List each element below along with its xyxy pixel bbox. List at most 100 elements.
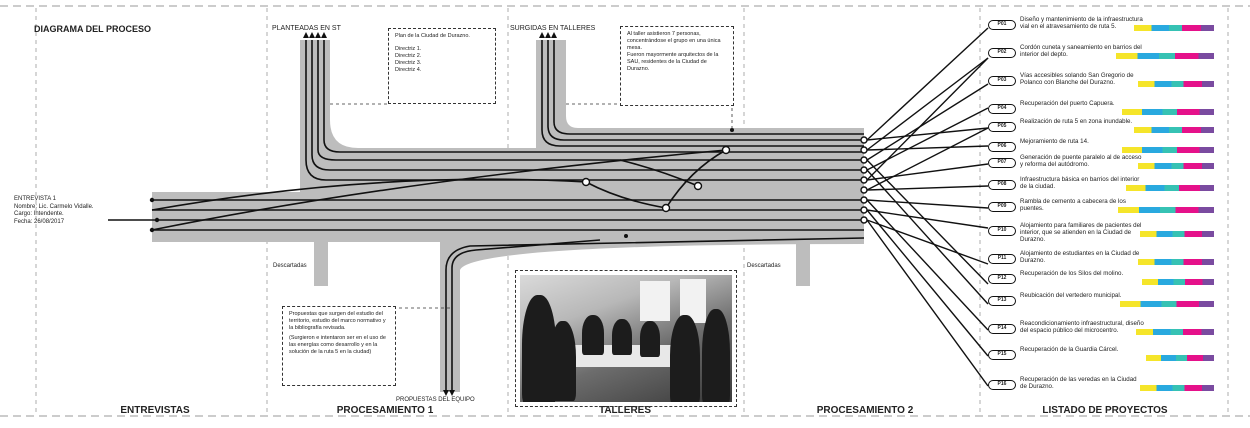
column-label-entrevistas: ENTREVISTAS bbox=[120, 405, 190, 416]
project-label: Rambla de cemento a cabecera de los puen… bbox=[1020, 198, 1126, 212]
project-code-badge: P09 bbox=[988, 202, 1016, 212]
tag-descartadas-2: Descartadas bbox=[747, 263, 781, 269]
project-code-badge: P12 bbox=[988, 274, 1016, 284]
note-plan-line: Directriz 3. bbox=[395, 60, 422, 66]
column-label-talleres: TALLERES bbox=[598, 405, 652, 416]
project-row: P12 Recuperación de los Silos del molino. bbox=[988, 270, 1228, 290]
tag-planteadas: PLANTEADAS EN ST bbox=[272, 25, 341, 32]
project-label: Realización de ruta 5 en zona inundable. bbox=[1020, 118, 1133, 125]
project-label: Vías accesibles solando San Gregorio de … bbox=[1020, 72, 1134, 86]
project-bar bbox=[1140, 231, 1214, 237]
project-label: Reacondicionamiento infraestructural, di… bbox=[1020, 320, 1144, 334]
project-bar bbox=[1146, 355, 1214, 361]
project-row: P11 Alojamiento de estudiantes en la Ciud… bbox=[988, 250, 1228, 270]
note-plan: Plan de la Ciudad de Durazno. Directriz … bbox=[388, 28, 496, 104]
project-code-badge: P05 bbox=[988, 122, 1016, 132]
project-code-badge: P10 bbox=[988, 226, 1016, 236]
project-row: P14 Reacondicionamiento infraestructural,… bbox=[988, 320, 1228, 340]
project-label: Recuperación de las veredas en la Ciudad… bbox=[1020, 376, 1137, 390]
project-bar bbox=[1136, 329, 1214, 335]
project-bar bbox=[1138, 259, 1214, 265]
project-row: P03 Vías accesibles solando San Gregorio … bbox=[988, 72, 1228, 92]
project-row: P10 Alojamiento para familiares de pacien… bbox=[988, 222, 1228, 243]
tag-descartadas-1: Descartadas bbox=[273, 263, 307, 269]
planteadas-band bbox=[300, 40, 864, 192]
project-code-badge: P04 bbox=[988, 104, 1016, 114]
project-bar bbox=[1122, 109, 1214, 115]
project-code-badge: P03 bbox=[988, 76, 1016, 86]
entrevista-cargo: Cargo: Intendente. bbox=[14, 211, 64, 218]
project-bar bbox=[1120, 301, 1214, 307]
surgidas-band bbox=[536, 40, 864, 150]
project-bar bbox=[1142, 279, 1214, 285]
project-code-badge: P16 bbox=[988, 380, 1016, 390]
project-label: Cordón cuneta y saneamiento en barrios d… bbox=[1020, 44, 1142, 58]
project-links bbox=[866, 27, 989, 387]
column-label-listado: LISTADO DE PROYECTOS bbox=[1042, 405, 1168, 416]
descarte-left bbox=[314, 242, 328, 286]
tag-surgidas: SURGIDAS EN TALLERES bbox=[510, 25, 596, 32]
entry-dots bbox=[149, 128, 734, 238]
project-code-badge: P02 bbox=[988, 48, 1016, 58]
project-label: Diseño y mantenimiento de la infraestruc… bbox=[1020, 16, 1143, 30]
project-label: Generación de puente paralelo al de acce… bbox=[1020, 154, 1142, 168]
note-propuestas-line: (Surgieron e intentaron ser en el uso de… bbox=[289, 335, 386, 355]
tag-propuestas: PROPUESTAS DEL EQUIPO bbox=[396, 397, 475, 403]
project-bar bbox=[1122, 147, 1214, 153]
project-code-badge: P13 bbox=[988, 296, 1016, 306]
project-bar bbox=[1126, 185, 1214, 191]
note-taller: Al taller asistieron 7 personas, concent… bbox=[620, 26, 734, 106]
project-bar bbox=[1138, 81, 1214, 87]
project-code-badge: P06 bbox=[988, 142, 1016, 152]
project-bar bbox=[1134, 25, 1214, 31]
project-bar bbox=[1134, 127, 1214, 133]
project-label: Reubicación del vertedero municipal. bbox=[1020, 292, 1122, 299]
note-plan-line: Plan de la Ciudad de Durazno. bbox=[395, 33, 470, 39]
project-row: P13 Reubicación del vertedero municipal. bbox=[988, 292, 1228, 312]
project-code-badge: P11 bbox=[988, 254, 1016, 264]
project-code-badge: P01 bbox=[988, 20, 1016, 30]
taller-photo bbox=[520, 275, 732, 402]
project-label: Recuperación de la Guardia Cárcel. bbox=[1020, 346, 1119, 353]
project-code-badge: P07 bbox=[988, 158, 1016, 168]
diagram-title: DIAGRAMA DEL PROCESO bbox=[34, 24, 152, 34]
flow-lines bbox=[108, 40, 865, 392]
project-code-badge: P15 bbox=[988, 350, 1016, 360]
project-bar bbox=[1140, 385, 1214, 391]
project-row: P16 Recuperación de las veredas en la Ciu… bbox=[988, 376, 1228, 396]
project-row: P01 Diseño y mantenimiento de la infraest… bbox=[988, 16, 1228, 36]
project-row: P04 Recuperación del puerto Capuera. bbox=[988, 100, 1228, 120]
project-row: P07 Generación de puente paralelo al de a… bbox=[988, 154, 1228, 174]
project-bar bbox=[1118, 207, 1214, 213]
project-label: Alojamiento de estudiantes en la Ciudad … bbox=[1020, 250, 1140, 264]
leaders bbox=[330, 103, 733, 309]
entrevista-fecha: Fecha: 26/08/2017 bbox=[14, 218, 65, 225]
project-row: P08 Infraestructura básica en barrios del… bbox=[988, 176, 1228, 196]
note-plan-line: Directriz 4. bbox=[395, 67, 422, 73]
note-plan-line: Directriz 1. bbox=[395, 46, 422, 52]
project-row: P09 Rambla de cemento a cabecera de los p… bbox=[988, 198, 1228, 218]
project-row: P02 Cordón cuneta y saneamiento en barrio… bbox=[988, 44, 1228, 64]
project-label: Infraestructura básica en barrios del in… bbox=[1020, 176, 1140, 190]
propuestas-band bbox=[440, 242, 864, 392]
note-propuestas-line: Propuestas que surgen del estudio del te… bbox=[289, 311, 386, 331]
descarte-right bbox=[796, 242, 810, 286]
note-taller-line: Fueron mayormente arquitectos de la SAU,… bbox=[627, 52, 719, 72]
column-label-procesamiento-2: PROCESAMIENTO 2 bbox=[816, 405, 914, 416]
note-propuestas: Propuestas que surgen del estudio del te… bbox=[282, 306, 396, 386]
project-bar bbox=[1116, 53, 1214, 59]
project-label: Recuperación de los Silos del molino. bbox=[1020, 270, 1124, 277]
project-row: P15 Recuperación de la Guardia Cárcel. bbox=[988, 346, 1228, 366]
project-label: Recuperación del puerto Capuera. bbox=[1020, 100, 1115, 107]
arrowheads bbox=[303, 32, 557, 396]
project-code-badge: P08 bbox=[988, 180, 1016, 190]
flow-nodes bbox=[581, 136, 868, 224]
note-taller-line: Al taller asistieron 7 personas, concent… bbox=[627, 31, 721, 51]
photo-frame bbox=[515, 270, 737, 407]
project-row: P05 Realización de ruta 5 en zona inundab… bbox=[988, 118, 1228, 138]
project-code-badge: P14 bbox=[988, 324, 1016, 334]
column-label-procesamiento-1: PROCESAMIENTO 1 bbox=[336, 405, 434, 416]
project-label: Alojamiento para familiares de pacientes… bbox=[1020, 222, 1142, 243]
